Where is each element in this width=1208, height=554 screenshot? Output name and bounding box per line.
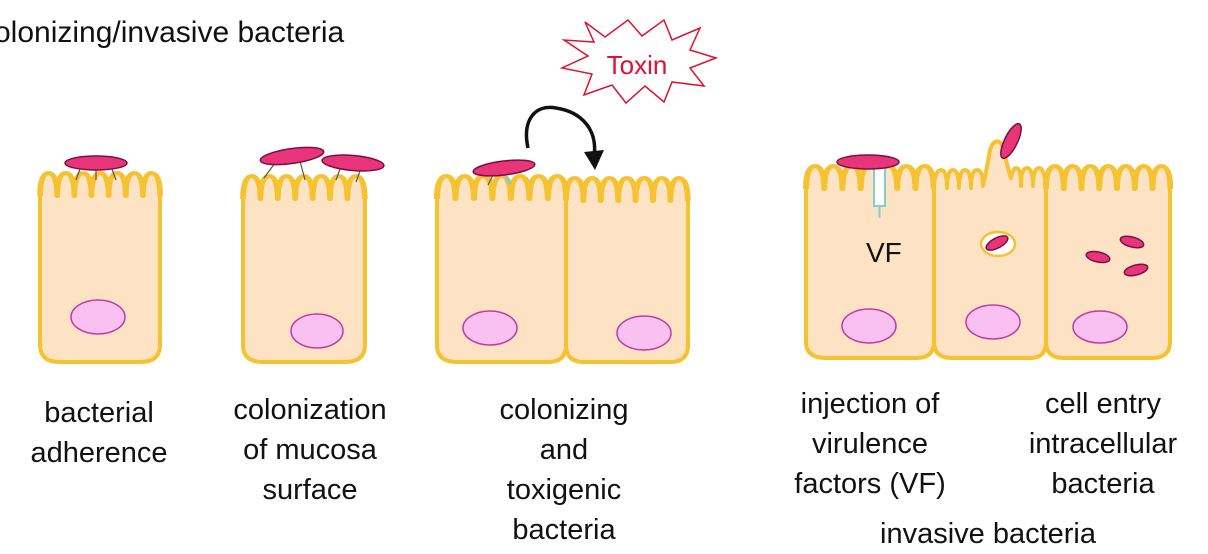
nucleus <box>463 311 517 345</box>
cell-toxigenic-right <box>566 178 688 362</box>
caption-line: bacteria <box>1008 464 1198 504</box>
caption-invasive: invasive bacteria <box>838 514 1138 554</box>
caption-line: adherence <box>14 433 184 473</box>
caption-line: factors (VF) <box>770 464 970 504</box>
caption-line: of mucosa <box>210 430 410 470</box>
toxin-label: Toxin <box>607 50 668 80</box>
bacterium <box>472 157 535 178</box>
caption-adherence: bacterial adherence <box>14 393 184 473</box>
caption-line: colonization <box>210 390 410 430</box>
caption-colonization: colonization of mucosa surface <box>210 390 410 510</box>
nucleus <box>617 316 671 350</box>
toxin-arrow <box>527 107 595 157</box>
caption-line: surface <box>210 470 410 510</box>
nucleus <box>71 300 125 334</box>
caption-line: injection of <box>770 384 970 424</box>
cell-entry <box>934 121 1046 358</box>
caption-line: virulence <box>770 424 970 464</box>
cell-toxigenic-left <box>437 157 566 362</box>
diagram-title: olonizing/invasive bacteria <box>0 16 344 50</box>
caption-line: intracellular <box>1008 424 1198 464</box>
caption-line: bacteria <box>474 510 654 550</box>
caption-line: bacterial <box>14 393 184 433</box>
caption-injection: injection of virulence factors (VF) <box>770 384 970 504</box>
caption-entry: cell entry intracellular bacteria <box>1008 384 1198 504</box>
caption-toxigenic: colonizing and toxigenic bacteria <box>474 390 654 550</box>
bacterium <box>837 155 899 169</box>
caption-line: and <box>474 430 654 470</box>
cell-colonization <box>243 144 385 362</box>
bacterium <box>259 144 324 168</box>
cell-adherence <box>40 156 160 362</box>
caption-line: cell entry <box>1008 384 1198 424</box>
cell-intracellular <box>1046 166 1170 358</box>
arrowhead-icon <box>584 150 604 170</box>
vf-label: VF <box>866 237 902 268</box>
nucleus <box>291 314 343 348</box>
syringe-icon <box>874 167 885 206</box>
nucleus <box>842 309 896 343</box>
caption-line: toxigenic <box>474 470 654 510</box>
toxin-starburst: Toxin <box>562 20 716 103</box>
bacterium <box>321 153 384 173</box>
nucleus <box>966 305 1020 339</box>
caption-line: colonizing <box>474 390 654 430</box>
bacterium <box>65 156 127 170</box>
nucleus <box>1073 311 1127 343</box>
